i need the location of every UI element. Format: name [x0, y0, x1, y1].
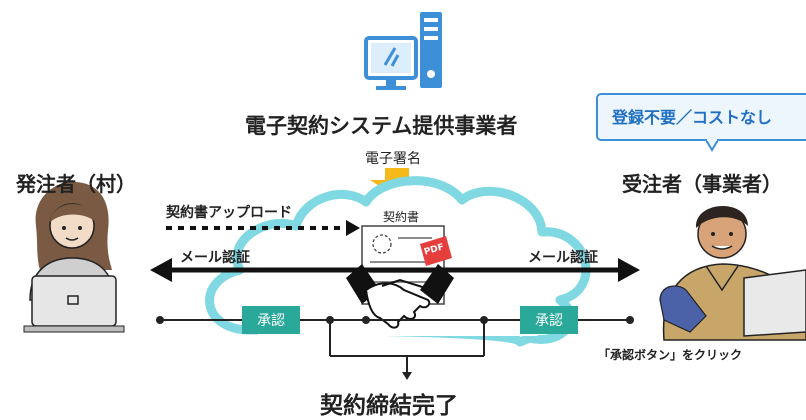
completion-title: 契約締結完了	[320, 393, 458, 419]
orderer-title: 発注者（村）	[16, 172, 136, 196]
computer-icon	[364, 12, 442, 90]
approve-badge-left: 承認	[257, 313, 285, 329]
man-laptop-icon	[659, 205, 806, 341]
mail-auth-right: メール認証	[528, 250, 598, 266]
mail-auth-left: メール認証	[180, 250, 250, 266]
contractor-title: 受注者（事業者）	[622, 172, 782, 196]
mail-auth-arrow	[150, 258, 640, 282]
click-label: 「承認ボタン」をクリック	[598, 348, 743, 362]
woman-laptop-icon	[23, 181, 125, 333]
provider-title: 電子契約システム提供事業者	[245, 114, 518, 138]
upload-label: 契約書アップロード	[166, 205, 292, 221]
approve-badge-right: 承認	[535, 313, 563, 329]
document-label: 契約書	[383, 210, 420, 224]
approval-timeline	[156, 306, 634, 380]
callout-text: 登録不要／コストなし	[612, 108, 773, 127]
esign-label: 電子署名	[365, 151, 421, 167]
handshake-icon	[346, 264, 454, 329]
callout-box	[596, 93, 806, 152]
